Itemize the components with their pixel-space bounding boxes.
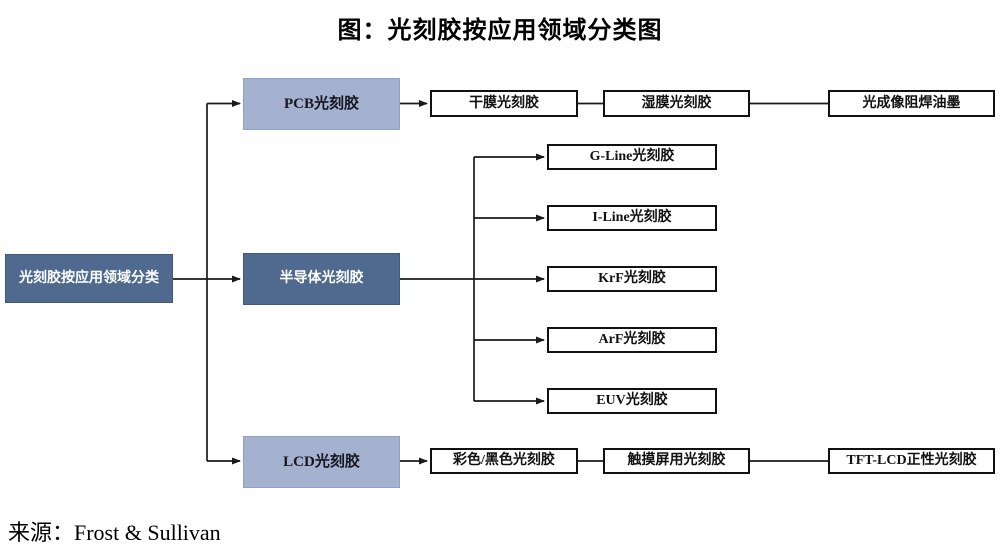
node-pcb-solder-mask-ink: 光成像阻焊油墨 xyxy=(828,90,995,117)
node-branch-lcd: LCD光刻胶 xyxy=(243,436,400,488)
diagram-title: 图：光刻胶按应用领域分类图 xyxy=(337,18,663,44)
node-semi-arf: ArF光刻胶 xyxy=(547,327,717,353)
source-attribution: 来源：Frost & Sullivan xyxy=(8,520,221,545)
node-lcd-tft-positive: TFT-LCD正性光刻胶 xyxy=(828,448,995,474)
node-semi-krf: KrF光刻胶 xyxy=(547,266,717,292)
node-semi-g-line: G-Line光刻胶 xyxy=(547,144,717,170)
node-pcb-dry-film: 干膜光刻胶 xyxy=(430,90,578,117)
node-pcb-wet-film: 湿膜光刻胶 xyxy=(603,90,750,117)
node-branch-semiconductor: 半导体光刻胶 xyxy=(243,253,400,305)
node-lcd-color-black: 彩色/黑色光刻胶 xyxy=(430,448,578,474)
node-branch-pcb: PCB光刻胶 xyxy=(243,78,400,130)
node-lcd-touchscreen: 触摸屏用光刻胶 xyxy=(603,448,750,474)
node-root: 光刻胶按应用领域分类 xyxy=(5,254,173,303)
node-semi-i-line: I-Line光刻胶 xyxy=(547,205,717,231)
node-semi-euv: EUV光刻胶 xyxy=(547,388,717,414)
